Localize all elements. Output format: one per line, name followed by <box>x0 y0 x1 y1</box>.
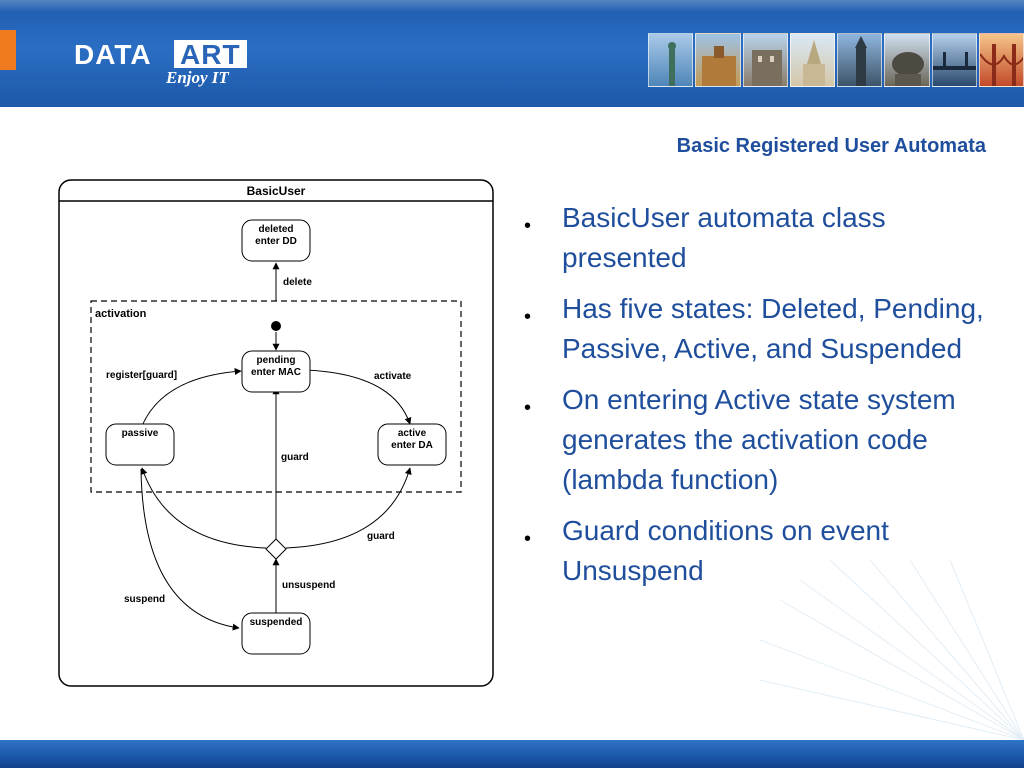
bullet-text: On entering Active state system generate… <box>562 384 956 495</box>
bullet-text: BasicUser automata class presented <box>562 202 886 273</box>
suspend-transition-line <box>140 468 240 631</box>
logo-data-text: DATA <box>74 39 152 70</box>
footer-bar <box>0 740 1024 768</box>
bullet-item: • On entering Active state system genera… <box>522 380 992 500</box>
state-pending-name: pending <box>257 355 296 366</box>
class-name: BasicUser <box>247 184 306 198</box>
register-transition-line <box>141 367 242 427</box>
register-label: register[guard] <box>106 370 177 381</box>
bullet-item: • Guard conditions on event Unsuspend <box>522 511 992 591</box>
header-shine <box>0 0 1024 12</box>
initial-state-marker <box>271 321 281 331</box>
bullet-list: • BasicUser automata class presented • H… <box>522 198 992 602</box>
guard-right-transition-line <box>285 467 412 549</box>
activate-label: activate <box>374 371 412 382</box>
slide-title: Basic Registered User Automata <box>676 135 986 157</box>
header-banner: DATA ART Enjoy IT <box>0 0 1024 107</box>
golden-gate-image <box>978 33 1024 87</box>
bullet-item: • BasicUser automata class presented <box>522 198 992 278</box>
suspend-label: suspend <box>124 594 165 605</box>
state-active: active enter DA <box>377 423 447 466</box>
big-ben-image <box>837 33 883 87</box>
guard-right-label: guard <box>367 531 395 542</box>
bullet-text: Has five states: Deleted, Pending, Passi… <box>562 293 984 364</box>
delete-label: delete <box>283 277 312 288</box>
bullet-item: • Has five states: Deleted, Pending, Pas… <box>522 289 992 369</box>
transitions <box>140 262 412 631</box>
bullet-marker: • <box>524 306 532 328</box>
statue-of-liberty-image <box>648 33 694 87</box>
activation-label: activation <box>95 308 147 320</box>
guard-center-label: guard <box>281 452 309 463</box>
bullet-text: Guard conditions on event Unsuspend <box>562 515 889 586</box>
state-passive: passive <box>105 423 175 466</box>
decision-node <box>265 538 287 560</box>
bullet-marker: • <box>524 397 532 419</box>
state-active-entry: enter DA <box>391 440 433 451</box>
activate-transition-line <box>305 369 412 425</box>
state-passive-name: passive <box>122 428 159 439</box>
unsuspend-label: unsuspend <box>282 580 335 591</box>
state-pending-entry: enter MAC <box>251 367 301 378</box>
decorative-rays <box>760 560 1024 740</box>
company-logo: DATA ART Enjoy IT <box>74 40 274 88</box>
church-image <box>789 33 835 87</box>
bullet-marker: • <box>524 215 532 237</box>
palace-image <box>695 33 741 87</box>
guard-left-transition-line <box>140 467 267 549</box>
monument-image <box>884 33 930 87</box>
logo-art-text: ART <box>174 40 247 70</box>
bridge-night-image <box>931 33 977 87</box>
city-photo-strip <box>648 33 1024 87</box>
state-deleted-name: deleted <box>258 224 293 235</box>
state-suspended-name: suspended <box>250 617 303 628</box>
bullet-marker: • <box>524 528 532 550</box>
state-diagram: BasicUser activation deleted enter DD <box>58 179 494 687</box>
state-deleted-entry: enter DD <box>255 236 297 247</box>
building-image <box>742 33 788 87</box>
logo-tagline: Enjoy IT <box>166 68 229 87</box>
state-deleted: deleted enter DD <box>241 219 311 262</box>
state-suspended: suspended <box>241 612 311 655</box>
state-active-name: active <box>398 428 427 439</box>
accent-tab <box>0 30 16 70</box>
state-pending: pending enter MAC <box>241 350 311 393</box>
